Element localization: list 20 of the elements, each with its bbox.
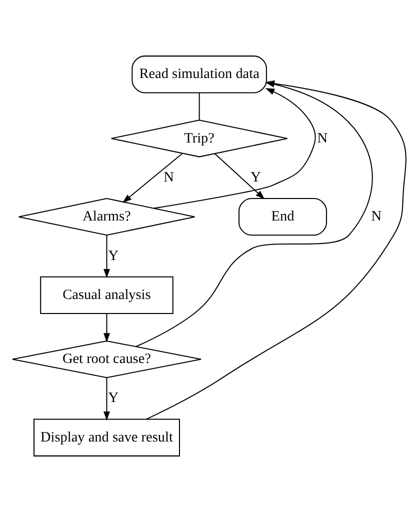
node-box: Display and save result (33, 418, 180, 456)
edge-label: N (371, 208, 382, 225)
edge-label: N (317, 130, 328, 146)
node-box: Casual analysis (40, 276, 174, 314)
arrow (154, 88, 316, 209)
edge-label: N (164, 169, 174, 186)
edge-label: Y (108, 390, 118, 406)
node-diamond: Trip? (110, 120, 288, 158)
arrow (104, 235, 110, 278)
arrow (122, 153, 183, 203)
node-diamond: Alarms? (18, 198, 196, 236)
edge-label: Y (250, 169, 261, 186)
node-box: End (238, 198, 328, 236)
node-box: Read simulation data (132, 56, 267, 94)
arrow (104, 378, 110, 421)
node-diamond: Get root cause? (12, 340, 202, 378)
edge-label: Y (108, 248, 118, 264)
connector (198, 93, 200, 120)
arrow (214, 153, 265, 200)
arrow (104, 314, 110, 342)
